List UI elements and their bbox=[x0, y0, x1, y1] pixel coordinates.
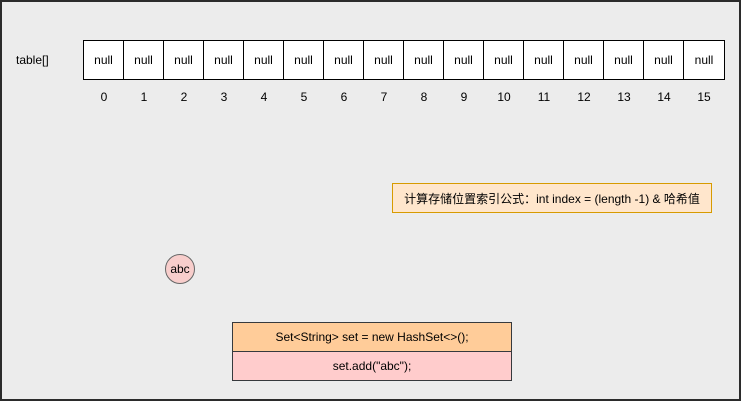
bucket-cell-10: null bbox=[484, 41, 524, 79]
bucket-index-10: 10 bbox=[497, 90, 511, 104]
bucket-index-9: 9 bbox=[460, 90, 468, 104]
hash-table-array-label: table[] bbox=[16, 53, 49, 67]
bucket-cell-4: null bbox=[244, 41, 284, 79]
bucket-index-2: 2 bbox=[180, 90, 188, 104]
bucket-index-6: 6 bbox=[340, 90, 348, 104]
bucket-cell-9: null bbox=[444, 41, 484, 79]
code-line-hashset-declaration: Set<String> set = new HashSet<>(); bbox=[232, 322, 512, 352]
bucket-index-15: 15 bbox=[697, 90, 711, 104]
bucket-index-13: 13 bbox=[617, 90, 631, 104]
bucket-index-14: 14 bbox=[657, 90, 671, 104]
bucket-index-12: 12 bbox=[577, 90, 591, 104]
bucket-index-11: 11 bbox=[537, 90, 551, 104]
bucket-index-7: 7 bbox=[380, 90, 388, 104]
bucket-index-5: 5 bbox=[300, 90, 308, 104]
bucket-index-4: 4 bbox=[260, 90, 268, 104]
bucket-cell-12: null bbox=[564, 41, 604, 79]
code-line-set-add: set.add("abc"); bbox=[232, 351, 512, 381]
bucket-cell-8: null bbox=[404, 41, 444, 79]
bucket-cell-11: null bbox=[524, 41, 564, 79]
bucket-index-8: 8 bbox=[420, 90, 428, 104]
bucket-cell-15: null bbox=[684, 41, 724, 79]
bucket-cell-13: null bbox=[604, 41, 644, 79]
bucket-index-1: 1 bbox=[140, 90, 148, 104]
code-stack: Set<String> set = new HashSet<>(); set.a… bbox=[232, 322, 512, 381]
bucket-cell-1: null bbox=[124, 41, 164, 79]
bucket-cell-5: null bbox=[284, 41, 324, 79]
bucket-cell-7: null bbox=[364, 41, 404, 79]
element-node-abc: abc bbox=[165, 254, 195, 284]
index-formula-note: 计算存储位置索引公式：int index = (length -1) & 哈希值 bbox=[392, 183, 712, 213]
bucket-cell-2: null bbox=[164, 41, 204, 79]
bucket-cell-3: null bbox=[204, 41, 244, 79]
bucket-cell-6: null bbox=[324, 41, 364, 79]
bucket-index-0: 0 bbox=[100, 90, 108, 104]
bucket-cell-14: null bbox=[644, 41, 684, 79]
bucket-index-3: 3 bbox=[220, 90, 228, 104]
bucket-cell-0: null bbox=[84, 41, 124, 79]
